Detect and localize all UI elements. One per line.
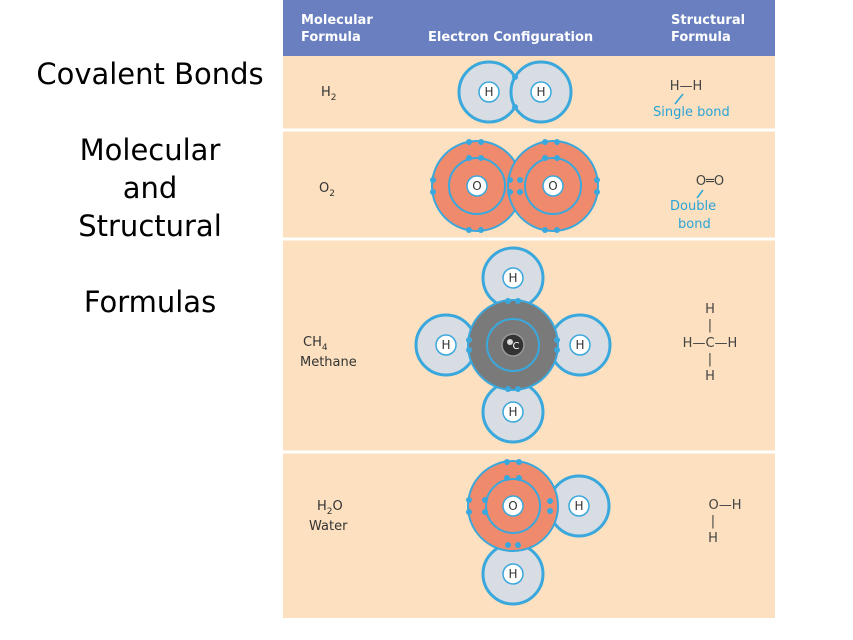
ch4-electron-diagram: C H H H H <box>414 246 612 444</box>
struct-ch4-bar-top: | <box>708 318 712 333</box>
header-col3-line2: Formula <box>671 30 731 45</box>
name-water: Water <box>309 519 348 534</box>
o-atom-label: O <box>548 179 557 193</box>
struct-ch4-h-bottom: H <box>705 369 715 384</box>
name-methane: Methane <box>300 355 357 370</box>
h-atom-label: H <box>508 405 517 419</box>
h-atom-label: H <box>484 85 493 99</box>
title-line-5: Formulas <box>83 285 217 319</box>
formula-o2: O2 <box>319 181 335 199</box>
struct-h2o-top: O—H <box>708 498 741 513</box>
struct-ch4-center: H—C—H <box>683 336 738 351</box>
h2-electron-diagram: H H <box>457 60 573 124</box>
note-single-bond: Single bond <box>653 105 730 120</box>
header-col1-line2: Formula <box>301 30 361 45</box>
title-line-1: Covalent Bonds <box>36 57 264 91</box>
struct-h2o-h-bottom: H <box>708 531 718 546</box>
structural-formulas: H—H Single bond O═O Double bond H | H—C—… <box>653 79 742 546</box>
table-header <box>283 0 775 56</box>
title-line-4: Structural <box>78 209 222 243</box>
formula-ch4: CH4 <box>303 335 328 353</box>
struct-h2o-bar: | <box>711 514 715 529</box>
formula-h2o: H2O <box>317 499 343 517</box>
h-atom-label: H <box>508 567 517 581</box>
slide-title: Covalent Bonds Molecular and Structural … <box>0 55 300 321</box>
o-atom-label: O <box>472 179 481 193</box>
o2-electron-diagram: O O <box>430 139 600 233</box>
h2o-electron-diagram: O H H <box>466 459 611 606</box>
c-atom-label: C <box>513 341 520 352</box>
h-atom-label: H <box>441 338 450 352</box>
note-double: Double <box>670 199 716 214</box>
struct-ch4-bar-bottom: | <box>708 352 712 367</box>
header-col3-line1: Structural <box>671 13 745 28</box>
header-col2: Electron Configuration <box>428 30 593 45</box>
struct-ch4-h-top: H <box>705 302 715 317</box>
struct-h2: H—H <box>670 79 703 94</box>
struct-o2: O═O <box>696 174 724 189</box>
header-col1-line1: Molecular <box>301 13 373 28</box>
title-line-3: and <box>122 171 178 205</box>
note-bond: bond <box>678 217 711 232</box>
formula-h2: H2 <box>321 85 337 103</box>
title-line-2: Molecular <box>79 133 221 167</box>
h-atom-label: H <box>574 499 583 513</box>
h-atom-label: H <box>508 271 517 285</box>
o-atom-label: O <box>508 499 517 513</box>
covalent-bond-figure: Molecular Formula Electron Configuration… <box>283 0 775 618</box>
h-atom-label: H <box>575 338 584 352</box>
h-atom-label: H <box>536 85 545 99</box>
